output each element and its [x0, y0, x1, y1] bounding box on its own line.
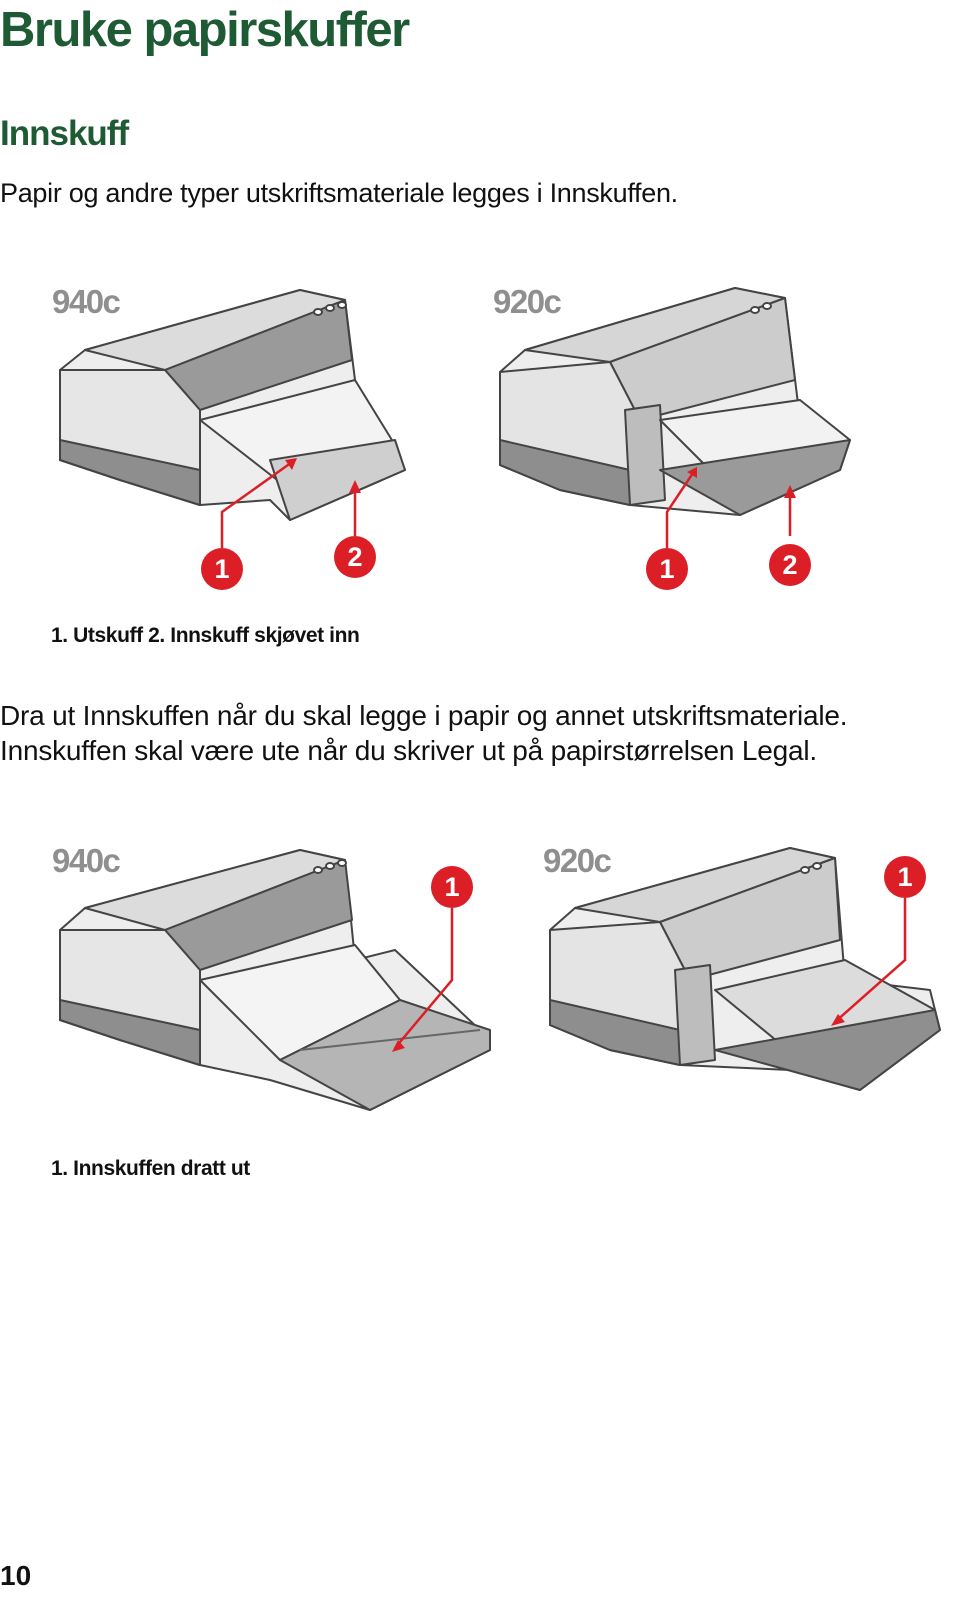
printer-920c-tray-out-image [549, 847, 941, 1091]
page-number: 10 [0, 1560, 32, 1591]
model-label-940c-2: 940c [52, 842, 121, 879]
callout-arrows-2 [394, 898, 907, 1049]
callout-1-940c-2: 1 [431, 866, 473, 908]
paragraph-line-1: Dra ut Innskuffen når du skal legge i pa… [0, 700, 848, 731]
printer-920c-image [499, 287, 851, 516]
paragraph-line-2: Innskuffen skal være ute når du skriver … [0, 735, 817, 766]
callout-1-920c: 1 [646, 548, 688, 590]
model-label-940c: 940c [52, 283, 121, 320]
arrow-heads-1 [285, 458, 796, 498]
model-label-920c-2: 920c [543, 842, 612, 879]
page-title: Bruke papirskuffer [0, 3, 410, 57]
callout-2-940c: 2 [334, 536, 376, 578]
model-label-920c: 920c [493, 283, 562, 320]
section-heading: Innskuff [0, 114, 129, 153]
printer-940c-image [59, 289, 406, 521]
callout-1-920c-2: 1 [884, 856, 926, 898]
figure-1-caption: 1. Utskuff 2. Innskuff skjøvet inn [51, 624, 360, 647]
printer-940c-tray-out-image [59, 849, 491, 1111]
callout-2-920c: 2 [769, 544, 811, 586]
intro-text: Papir og andre typer utskriftsmateriale … [0, 178, 678, 208]
arrow-heads-2 [392, 1014, 845, 1052]
callout-1-940c: 1 [201, 548, 243, 590]
figure-2-caption: 1. Innskuffen dratt ut [51, 1157, 250, 1180]
